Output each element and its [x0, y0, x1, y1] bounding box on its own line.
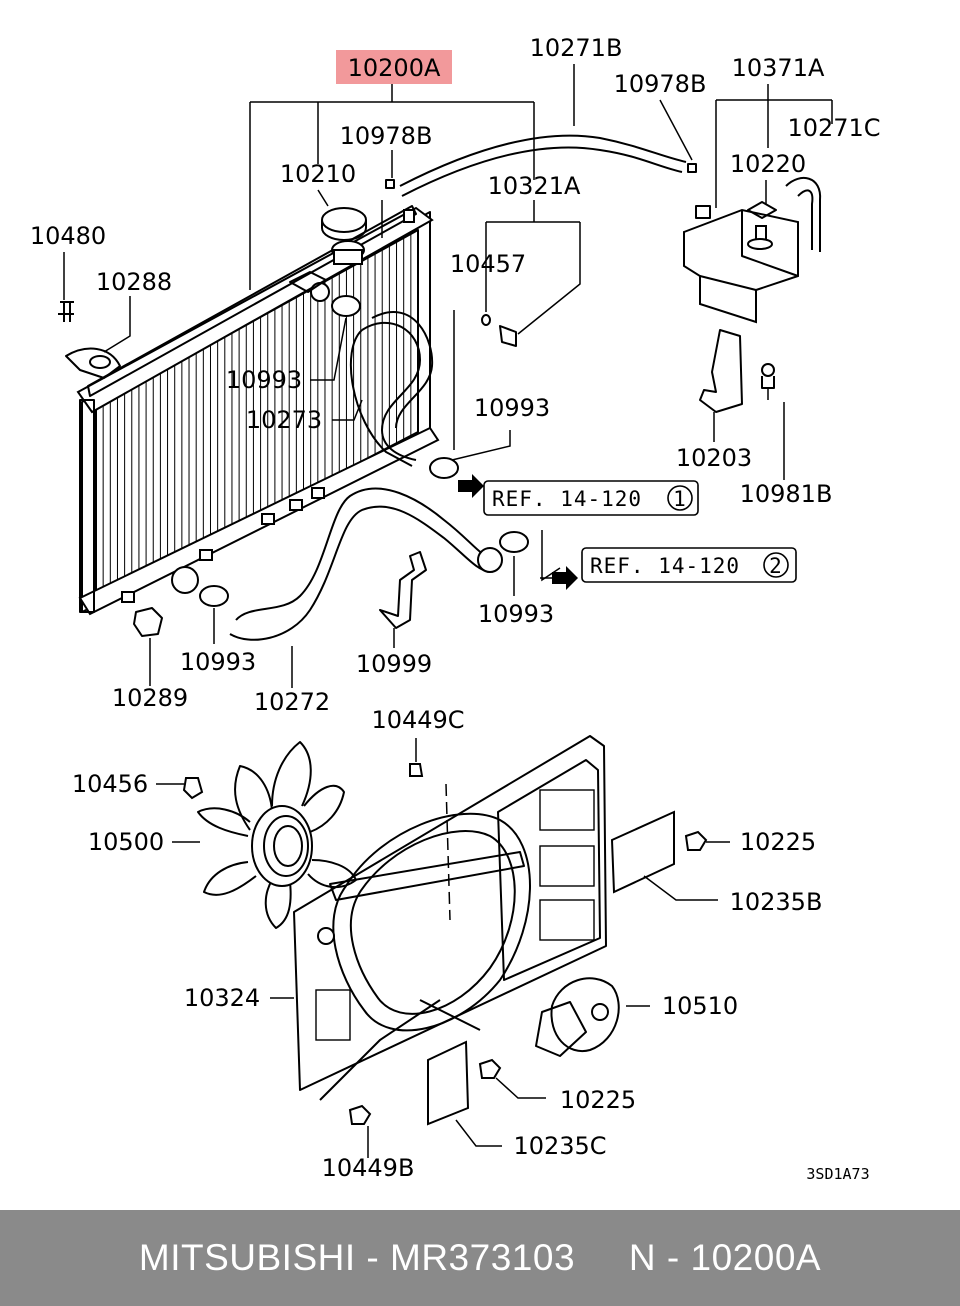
label-10289[interactable]: 10289 [112, 684, 188, 712]
leader-lines [63, 64, 833, 1158]
label-10235B[interactable]: 10235B [730, 888, 823, 916]
label-10220[interactable]: 10220 [730, 150, 806, 178]
bolts [182, 763, 708, 1125]
label-10203[interactable]: 10203 [676, 444, 752, 472]
label-10272[interactable]: 10272 [254, 688, 330, 716]
radiator-drawing [76, 205, 440, 616]
label-10210[interactable]: 10210 [280, 160, 356, 188]
highlight-box [336, 50, 452, 84]
label-10324[interactable]: 10324 [184, 984, 260, 1012]
label-10993-c[interactable]: 10993 [478, 600, 554, 628]
label-10510[interactable]: 10510 [662, 992, 738, 1020]
label-10235C[interactable]: 10235C [513, 1132, 606, 1160]
fan-motor [535, 977, 620, 1057]
part-labels: 10200A 10271B 10978B 10371A 10978B 10271… [30, 34, 881, 1182]
label-10449C[interactable]: 10449C [371, 706, 464, 734]
fan-blade [197, 741, 357, 929]
label-10500[interactable]: 10500 [88, 828, 164, 856]
label-10271C[interactable]: 10271C [787, 114, 880, 142]
label-10993-a[interactable]: 10993 [226, 366, 302, 394]
hose-clamps [199, 295, 529, 607]
label-10993-d[interactable]: 10993 [180, 648, 256, 676]
ref-box-2-text: REF. 14-120 [590, 554, 740, 578]
label-10271B[interactable]: 10271B [530, 34, 623, 62]
label-plates [427, 810, 675, 1126]
radiator-parts-diagram: 10200A 10271B 10978B 10371A 10978B 10271… [30, 34, 881, 1183]
fan-shroud [293, 735, 607, 1101]
label-10480[interactable]: 10480 [30, 222, 106, 250]
ref-box-1-text: REF. 14-120 [492, 487, 642, 511]
ref-box-1-num: 1 [673, 487, 687, 511]
diagram-code: 3SD1A73 [806, 1165, 869, 1183]
hose-bracket [379, 551, 427, 629]
label-10978B-top[interactable]: 10978B [614, 70, 707, 98]
label-10288[interactable]: 10288 [96, 268, 172, 296]
label-10993-b[interactable]: 10993 [474, 394, 550, 422]
reservoir-tank [683, 177, 822, 324]
overflow-hose [399, 134, 687, 197]
upper-hose [349, 311, 434, 467]
lower-hose [229, 487, 503, 641]
label-10321A[interactable]: 10321A [488, 172, 581, 200]
label-10457[interactable]: 10457 [450, 250, 526, 278]
ref-box-1[interactable]: REF. 14-120 1 [483, 480, 699, 516]
reservoir-bracket [699, 329, 775, 413]
footer-bar: MITSUBISHI - MR373103 N - 10200A [0, 1210, 960, 1306]
ref-arrows [458, 474, 578, 590]
label-10449B[interactable]: 10449B [322, 1154, 415, 1182]
label-10225-b[interactable]: 10225 [560, 1086, 636, 1114]
label-10200A[interactable]: 10200A [348, 54, 441, 82]
footer-text: MITSUBISHI - MR373103 N - 10200A [138, 1237, 822, 1278]
radiator-cap [321, 207, 367, 241]
label-10999[interactable]: 10999 [356, 650, 432, 678]
small-parts [58, 163, 697, 637]
label-10273[interactable]: 10273 [246, 406, 322, 434]
label-10371A[interactable]: 10371A [732, 54, 825, 82]
label-10456[interactable]: 10456 [72, 770, 148, 798]
label-10978B-mid[interactable]: 10978B [340, 122, 433, 150]
label-10225-a[interactable]: 10225 [740, 828, 816, 856]
ref-box-2[interactable]: REF. 14-120 2 [581, 547, 797, 583]
ref-box-2-num: 2 [769, 554, 783, 578]
label-10981B[interactable]: 10981B [740, 480, 833, 508]
